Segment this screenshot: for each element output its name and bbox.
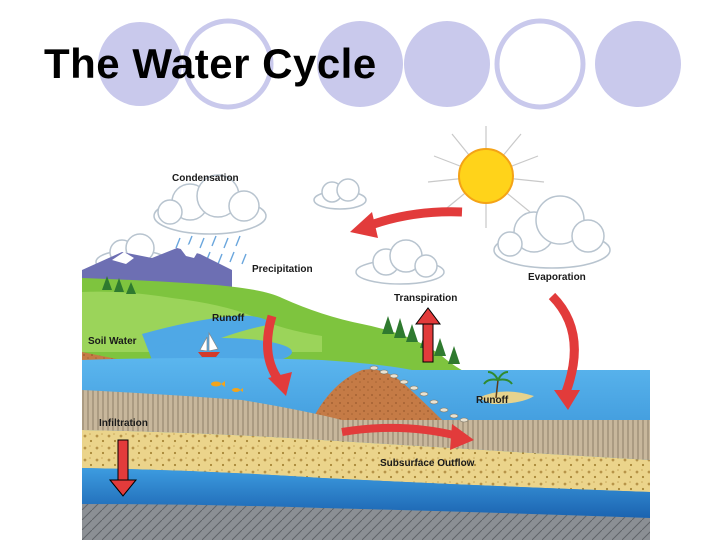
arrow-transport [350,207,463,238]
arrow-transpiration [415,307,441,363]
cloud-evaporation [493,195,611,269]
decor-circle [494,18,586,110]
label-precipitation: Precipitation [252,264,313,275]
arrow-runoff [263,314,292,396]
underwater-ridge [312,369,442,420]
decor-circle [98,22,182,106]
groundwater [82,468,650,518]
arrow-subsurface-outflow [341,423,474,450]
sand-layer [82,430,650,492]
arrow-infiltration [108,439,138,497]
label-infiltration: Infiltration [99,418,148,429]
water-cycle-diagram: Condensation Precipitation Evaporation T… [82,120,650,540]
sun-icon [427,126,545,228]
palm-icon [483,371,513,399]
slide-title: The Water Cycle [44,40,377,87]
header-decoration [98,18,681,110]
arrow-evaporation [548,292,580,410]
decor-circle [317,21,403,107]
cloud-small [313,178,367,210]
label-transpiration: Transpiration [394,293,457,304]
label-runoff-top: Runoff [212,313,245,324]
bedrock [82,504,650,540]
decor-circle [182,18,274,110]
label-runoff-shore: Runoff [476,395,509,406]
label-soil-water: Soil Water [88,336,137,347]
label-subsurface-outflow: Subsurface Outflow [380,458,475,469]
label-condensation: Condensation [172,173,239,184]
mountain-snow [112,252,134,264]
fish-icon [211,381,243,392]
label-evaporation: Evaporation [528,272,586,283]
cloud-condensation [153,174,267,235]
decor-circle [404,21,490,107]
shoreline [369,365,469,423]
sailboat-icon [198,331,220,357]
decor-circle [595,21,681,107]
mountain-snow [180,244,200,258]
cloud-transpiration [355,239,445,285]
island [478,391,534,404]
